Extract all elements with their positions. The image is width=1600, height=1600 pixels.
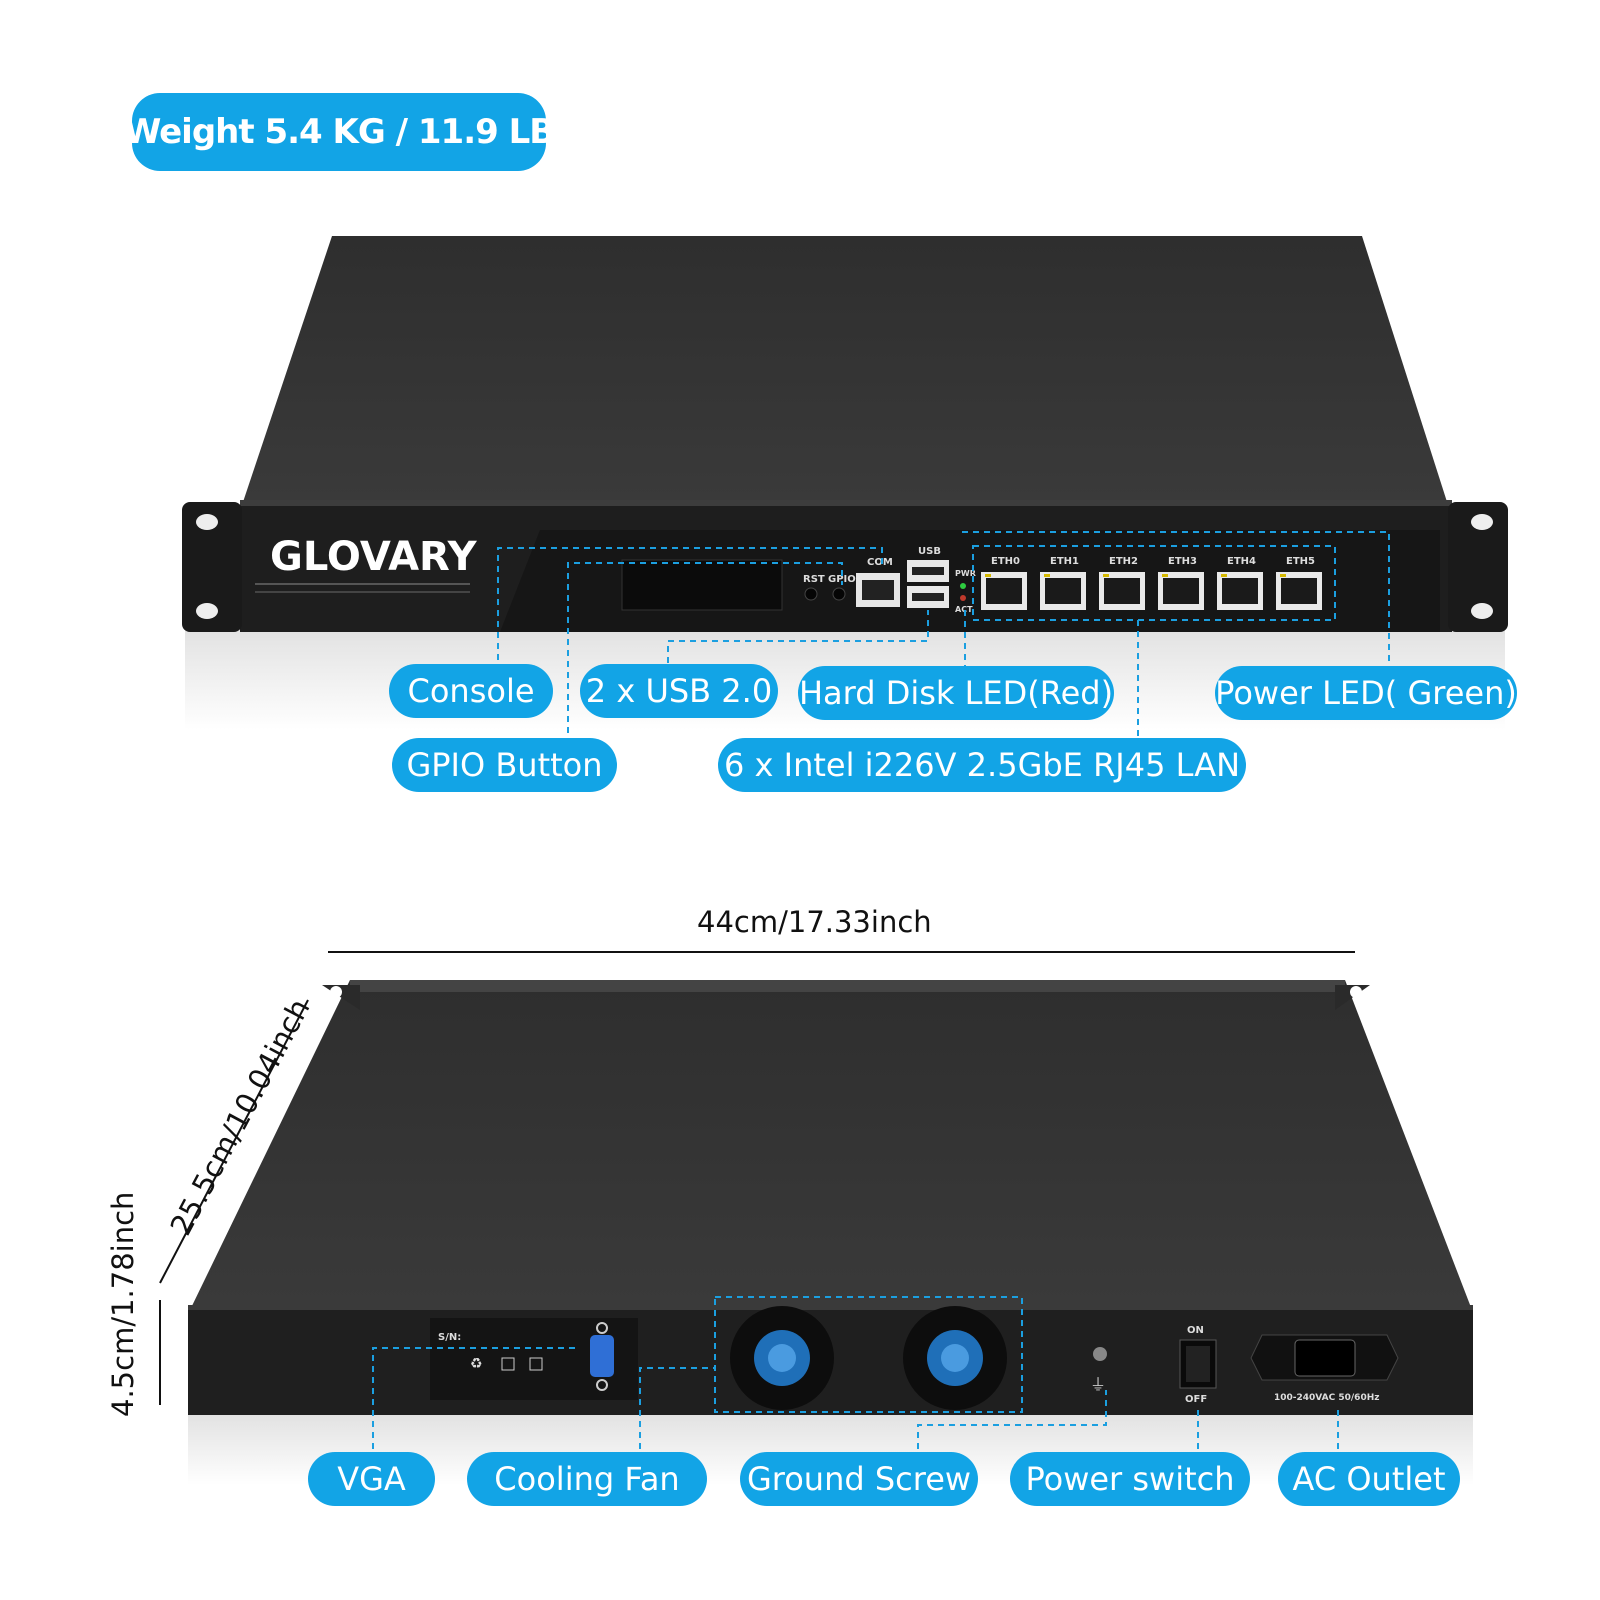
act-label: ACT xyxy=(955,605,973,614)
usb-label: USB xyxy=(918,546,941,557)
callout-cooling-fan-text: Cooling Fan xyxy=(494,1460,680,1498)
callout-cooling-fan: Cooling Fan xyxy=(467,1452,707,1506)
com-label: COM xyxy=(867,557,893,568)
callout-lan: 6 x Intel i226V 2.5GbE RJ45 LAN xyxy=(718,738,1246,792)
callout-hdd-led: Hard Disk LED(Red) xyxy=(798,666,1114,720)
callout-lan-text: 6 x Intel i226V 2.5GbE RJ45 LAN xyxy=(723,746,1241,784)
rack-ear-right xyxy=(1448,502,1508,632)
eth-port-label: ETH4 xyxy=(1227,556,1256,567)
reset-button xyxy=(804,587,818,601)
dimension-width-text: 44cm/17.33inch xyxy=(697,905,932,939)
eth-port-label: ETH5 xyxy=(1286,556,1315,567)
front-display-window xyxy=(621,559,783,611)
callout-power-led: Power LED( Green) xyxy=(1215,666,1517,720)
pwr-label: PWR xyxy=(955,569,976,578)
callout-hdd-led-text: Hard Disk LED(Red) xyxy=(798,674,1114,712)
rst-label: RST xyxy=(803,574,825,585)
callout-console: Console xyxy=(389,664,553,718)
ac-rating-label: 100-240VAC 50/60Hz xyxy=(1274,1393,1379,1403)
eth-port-1: ETH1 xyxy=(1040,556,1086,610)
switch-on-label: ON xyxy=(1187,1325,1204,1336)
ce-icon xyxy=(529,1357,543,1371)
eth-port-2: ETH2 xyxy=(1099,556,1145,610)
ethernet-ports: ETH0 ETH1 ETH2 ETH3 ETH4 ETH5 xyxy=(981,556,1322,610)
eth-port-label: ETH2 xyxy=(1109,556,1138,567)
ground-symbol-icon: ⏚ xyxy=(1090,1375,1106,1394)
power-led xyxy=(960,583,966,589)
dimension-height-text: 4.5cm/1.78inch xyxy=(106,1191,140,1417)
callout-ac-outlet: AC Outlet xyxy=(1278,1452,1460,1506)
eth-port-label: ETH3 xyxy=(1168,556,1197,567)
callout-ground-screw: Ground Screw xyxy=(740,1452,978,1506)
dimension-height: 4.5cm/1.78inch xyxy=(106,1192,140,1417)
gpio-label: GPIO xyxy=(828,574,856,585)
weee-icon xyxy=(501,1357,515,1371)
ground-screw xyxy=(1093,1347,1107,1361)
eth-port-label: ETH0 xyxy=(991,556,1020,567)
gpio-button-physical xyxy=(832,587,846,601)
callout-power-switch-text: Power switch xyxy=(1025,1460,1235,1498)
eth-port-4: ETH4 xyxy=(1217,556,1263,610)
switch-off-label: OFF xyxy=(1185,1394,1207,1405)
callout-usb: 2 x USB 2.0 xyxy=(580,664,778,718)
eth-port-label: ETH1 xyxy=(1050,556,1079,567)
rack-ear-left xyxy=(182,502,242,632)
weight-badge: Weight 5.4 KG / 11.9 LB xyxy=(124,93,555,171)
rear-unit: S/N: ♻ ⏚ ON OFF 100-240VAC 50/60Hz xyxy=(188,980,1473,1485)
eth-port-3: ETH3 xyxy=(1158,556,1204,610)
hdd-led xyxy=(960,595,966,601)
dimension-width: 44cm/17.33inch xyxy=(697,905,932,939)
dimension-lines xyxy=(159,951,1355,1405)
callout-console-text: Console xyxy=(407,672,535,710)
brand-logo: GLOVARY xyxy=(270,534,478,580)
eth-port-0: ETH0 xyxy=(981,556,1027,610)
callout-gpio-button-text: GPIO Button xyxy=(406,746,603,784)
cooling-fan-1 xyxy=(730,1306,834,1410)
callout-ground-screw-text: Ground Screw xyxy=(746,1460,972,1498)
serial-number-label: S/N: xyxy=(438,1332,461,1343)
callout-gpio-button: GPIO Button xyxy=(392,738,617,792)
callout-vga: VGA xyxy=(308,1452,435,1506)
callout-vga-text: VGA xyxy=(337,1460,406,1498)
cooling-fan-2 xyxy=(903,1306,1007,1410)
vga-port xyxy=(590,1335,614,1377)
callout-ac-outlet-text: AC Outlet xyxy=(1292,1460,1446,1498)
callout-usb-text: 2 x USB 2.0 xyxy=(585,672,773,710)
callout-power-led-text: Power LED( Green) xyxy=(1215,674,1517,712)
eth-port-5: ETH5 xyxy=(1276,556,1322,610)
recycle-icon: ♻ xyxy=(470,1356,483,1372)
weight-label: Weight 5.4 KG / 11.9 LB xyxy=(123,112,555,152)
callout-power-switch: Power switch xyxy=(1010,1452,1250,1506)
